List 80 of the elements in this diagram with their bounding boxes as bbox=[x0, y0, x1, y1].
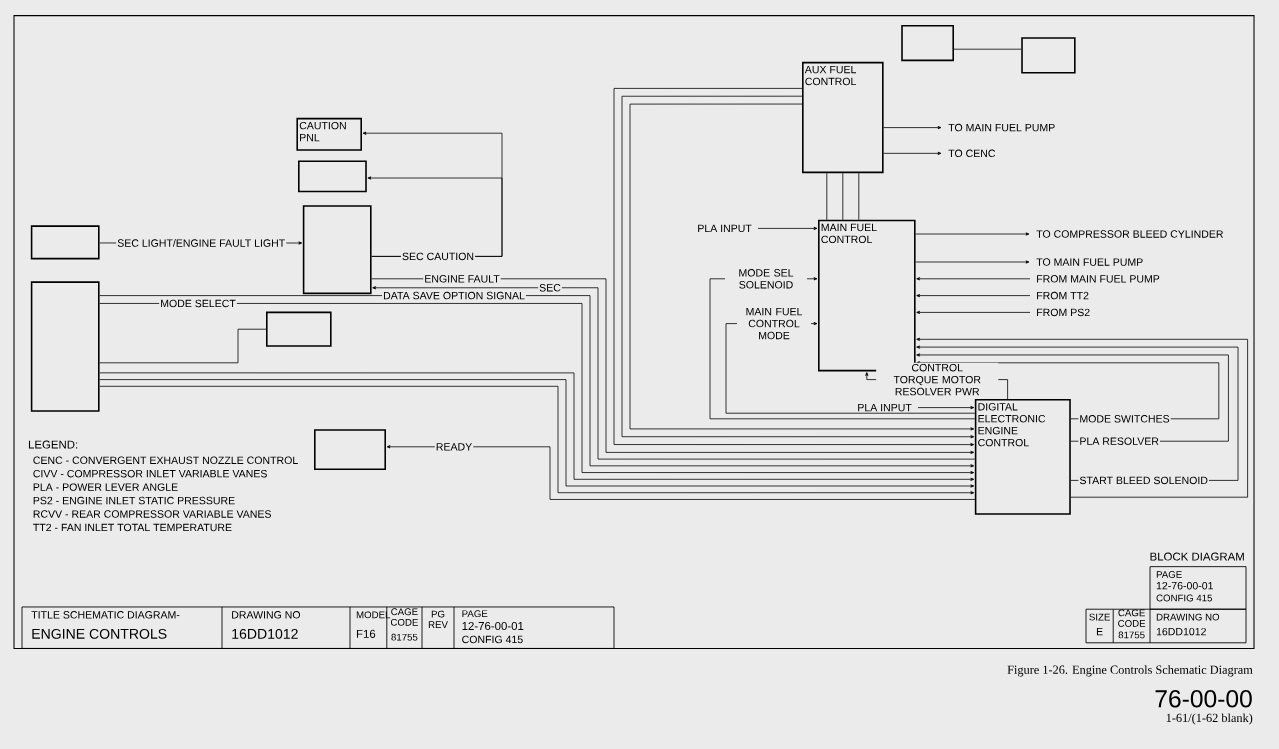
title-block-text: BLOCK DIAGRAM bbox=[1150, 552, 1244, 561]
edge-label: PLA RESOLVER bbox=[1078, 436, 1160, 446]
title-block-text: 81755 bbox=[1118, 631, 1145, 639]
title-block-text: 16DD1012 bbox=[1156, 627, 1206, 636]
title-block-text: DRAWING NO bbox=[232, 611, 301, 619]
unit-box: CAUTION PNL bbox=[296, 117, 362, 151]
edge-label: TO CENC bbox=[948, 149, 996, 158]
edge-label: READY bbox=[434, 442, 474, 452]
legend-heading: LEGEND: bbox=[28, 440, 78, 449]
edge-label: SEC LIGHT/ENGINE FAULT LIGHT bbox=[116, 238, 287, 248]
connector bbox=[883, 126, 942, 130]
title-block-text: PAGE bbox=[462, 610, 488, 618]
title-block-text: 16DD1012 bbox=[232, 628, 298, 639]
title-block-text: CAGE CODE bbox=[390, 608, 418, 626]
title-block-text: CONFIG 415 bbox=[1156, 594, 1212, 602]
edge-label: FROM MAIN FUEL PUMP bbox=[1037, 275, 1160, 283]
unit-box: DIGITAL ELECTRONIC ENGINE CONTROL bbox=[974, 399, 1071, 515]
page-number: 1-61/(1-62 blank) bbox=[1166, 713, 1253, 725]
edge-label: TO COMPRESSOR BLEED CYLINDER bbox=[1036, 230, 1224, 238]
connector bbox=[915, 260, 1030, 264]
edge-label: TO MAIN FUEL PUMP bbox=[948, 123, 1055, 132]
title-block-text: F16 bbox=[356, 629, 376, 638]
unit-box bbox=[1021, 37, 1076, 74]
edge-label: FROM TT2 bbox=[1037, 291, 1089, 300]
legend-entry: PS2 - ENGINE INLET STATIC PRESSURE bbox=[33, 496, 235, 505]
connector bbox=[826, 172, 828, 221]
unit-box bbox=[30, 281, 100, 412]
edge-label: START BLEED SOLENOID bbox=[1078, 475, 1209, 486]
edge-label: MAIN FUEL CONTROL MODE bbox=[736, 306, 812, 341]
connector bbox=[953, 48, 1022, 50]
page-number: 76-00-00 bbox=[1155, 690, 1252, 708]
figure-caption: Figure 1-26. Engine Controls Schematic Diagram bbox=[1007, 665, 1253, 677]
unit-box bbox=[314, 429, 386, 470]
connector bbox=[915, 232, 1030, 236]
edge-label: SEC CAUTION bbox=[400, 251, 476, 262]
legend-entry: PLA - POWER LEVER ANGLE bbox=[33, 483, 178, 491]
connector bbox=[916, 277, 1031, 281]
legend-entry: RCVV - REAR COMPRESSOR VARIABLE VANES bbox=[33, 510, 271, 518]
edge-label: FROM PS2 bbox=[1037, 308, 1090, 317]
title-block-text: PG REV bbox=[428, 610, 448, 628]
edge-label: PLA INPUT bbox=[858, 403, 912, 412]
legend-entry: CENC - CONVERGENT EXHAUST NOZZLE CONTROL bbox=[33, 456, 298, 464]
unit-box bbox=[901, 24, 954, 62]
title-block-text: ENGINE CONTROLS bbox=[32, 628, 167, 639]
unit-box bbox=[30, 225, 100, 260]
connector bbox=[757, 226, 818, 230]
title-block-text: CONFIG 415 bbox=[462, 635, 523, 644]
unit-box: AUX FUEL CONTROL bbox=[802, 61, 884, 174]
edge-label: DATA SAVE OPTION SIGNAL bbox=[382, 290, 526, 301]
unit-box bbox=[298, 160, 367, 193]
title-block-text: E bbox=[1096, 628, 1103, 636]
unit-box bbox=[266, 311, 332, 347]
title-block-text: 81755 bbox=[391, 633, 418, 641]
title-block-text: TITLE SCHEMATIC DIAGRAM- bbox=[31, 611, 180, 619]
edge-label: CONTROL TORQUE MOTOR RESOLVER PWR bbox=[876, 362, 999, 397]
connector bbox=[916, 294, 1031, 298]
title-block-text: SIZE bbox=[1089, 613, 1110, 621]
connector bbox=[883, 151, 942, 155]
title-block-text: CAGE CODE bbox=[1118, 609, 1146, 627]
edge-label: MODE SEL SOLENOID bbox=[724, 268, 808, 290]
edge-label: TO MAIN FUEL PUMP bbox=[1036, 258, 1143, 266]
edge-label: MODE SWITCHES bbox=[1078, 414, 1171, 424]
connector bbox=[858, 172, 860, 221]
edge-label: MODE SELECT bbox=[159, 298, 237, 309]
title-block-text: 12-76-00-01 bbox=[1156, 582, 1213, 590]
connector bbox=[917, 406, 975, 410]
connector bbox=[842, 172, 844, 221]
title-block-text: 12-76-00-01 bbox=[462, 621, 524, 631]
unit-box bbox=[302, 205, 372, 295]
title-block-text: PAGE bbox=[1156, 571, 1182, 578]
legend-entry: TT2 - FAN INLET TOTAL TEMPERATURE bbox=[33, 523, 232, 532]
edge-label: PLA INPUT bbox=[698, 224, 752, 233]
edge-label: SEC bbox=[538, 282, 562, 293]
title-block-text: DRAWING NO bbox=[1156, 613, 1220, 621]
connector bbox=[916, 310, 1031, 314]
connector bbox=[386, 445, 976, 500]
edge-label: ENGINE FAULT bbox=[423, 274, 501, 284]
connector bbox=[916, 337, 1248, 498]
connector bbox=[99, 328, 267, 364]
legend-entry: CIVV - COMPRESSOR INLET VARIABLE VANES bbox=[33, 470, 267, 478]
